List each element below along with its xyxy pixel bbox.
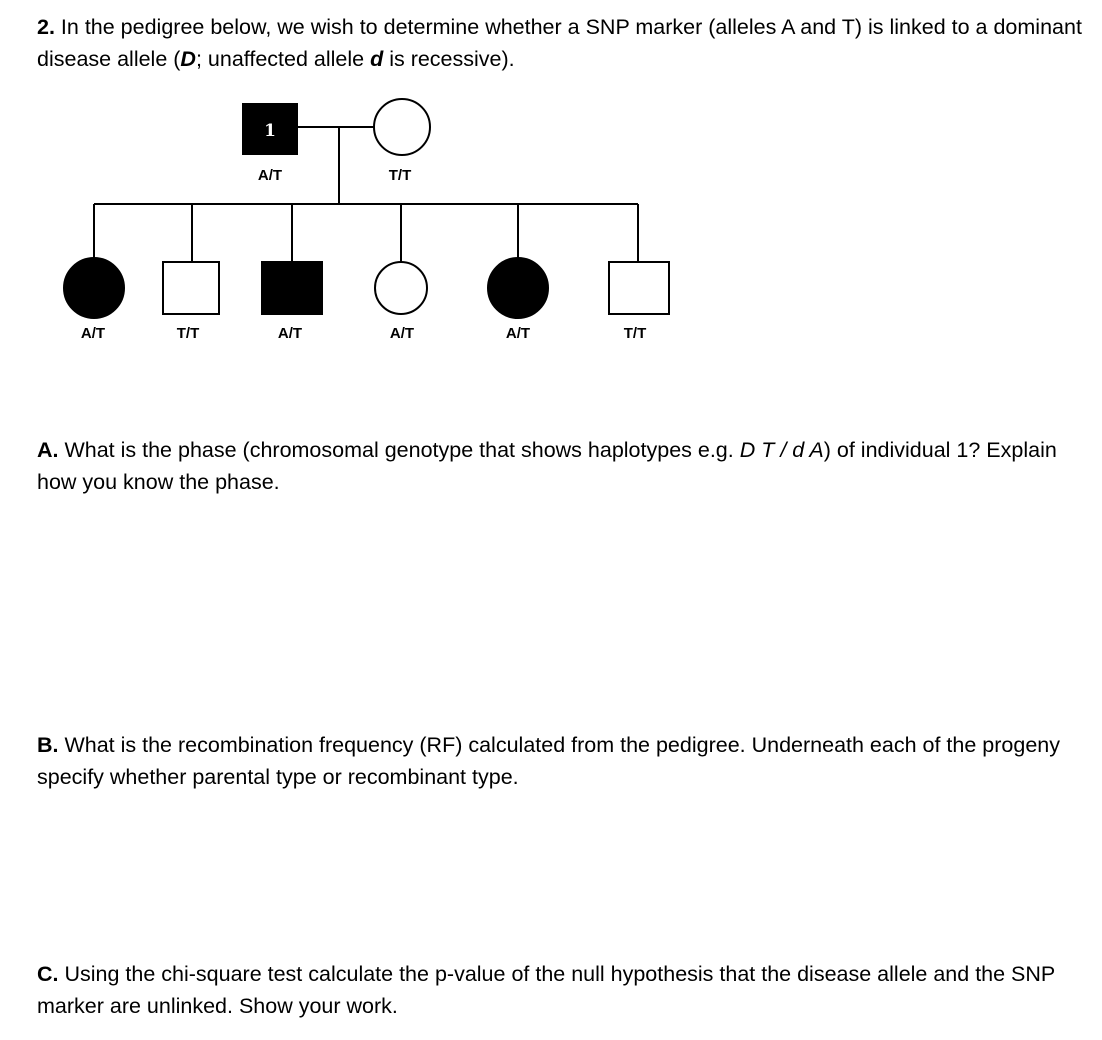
affected-female-circle (487, 257, 549, 319)
child-5: A/T (487, 257, 549, 342)
child-6: T/T (608, 261, 670, 342)
mother-individual: T/T (373, 98, 431, 184)
unaffected-male-square (162, 261, 220, 315)
question-intro-text-1: In the pedigree below, we wish to determ… (37, 15, 1082, 71)
question-number: 2. (37, 15, 55, 39)
part-c-letter: C. (37, 962, 59, 986)
unaffected-female-circle (374, 261, 428, 315)
mother-genotype: T/T (389, 167, 412, 184)
child-2: T/T (162, 261, 220, 342)
unaffected-male-square (608, 261, 670, 315)
unaffected-female-circle (373, 98, 431, 156)
pedigree-diagram: 1 A/T T/T A/T T/T A/T A/T A/T T/ (63, 98, 670, 342)
child-1: A/T (63, 257, 125, 342)
part-c-question: C. Using the chi-square test calculate t… (37, 958, 1087, 1022)
affected-female-circle (63, 257, 125, 319)
part-a-text-1: What is the phase (chromosomal genotype … (58, 438, 740, 462)
child-4: A/T (374, 261, 428, 342)
part-a-text-2: ) of individual 1? Explain how you know … (37, 438, 1057, 494)
question-intro-text-3: is recessive). (383, 47, 515, 71)
question-intro: 2. In the pedigree below, we wish to det… (37, 11, 1087, 75)
part-a-question: A. What is the phase (chromosomal genoty… (37, 434, 1087, 498)
part-b-letter: B. (37, 733, 59, 757)
child-3-genotype: A/T (278, 325, 302, 342)
child-2-genotype: T/T (177, 325, 200, 342)
part-b-question: B. What is the recombination frequency (… (37, 729, 1087, 793)
individual-id-label: 1 (264, 121, 276, 141)
pedigree-lines (93, 126, 639, 262)
child-6-genotype: T/T (624, 325, 647, 342)
recessive-allele: d (370, 47, 384, 71)
part-b-text: What is the recombination frequency (RF)… (37, 733, 1060, 789)
child-4-genotype: A/T (390, 325, 414, 342)
dominant-allele: D (180, 47, 196, 71)
child-1-genotype: A/T (81, 325, 105, 342)
part-c-text: Using the chi-square test calculate the … (37, 962, 1055, 1018)
father-individual-1: 1 A/T (242, 103, 298, 184)
child-5-genotype: A/T (506, 325, 530, 342)
father-genotype: A/T (258, 167, 282, 184)
part-a-letter: A. (37, 438, 59, 462)
affected-male-square (242, 103, 298, 155)
affected-male-square (261, 261, 323, 315)
question-intro-text-2: ; unaffected allele (195, 47, 371, 71)
part-a-example-haplotype: D T / d A (739, 438, 824, 462)
child-3: A/T (261, 261, 323, 342)
